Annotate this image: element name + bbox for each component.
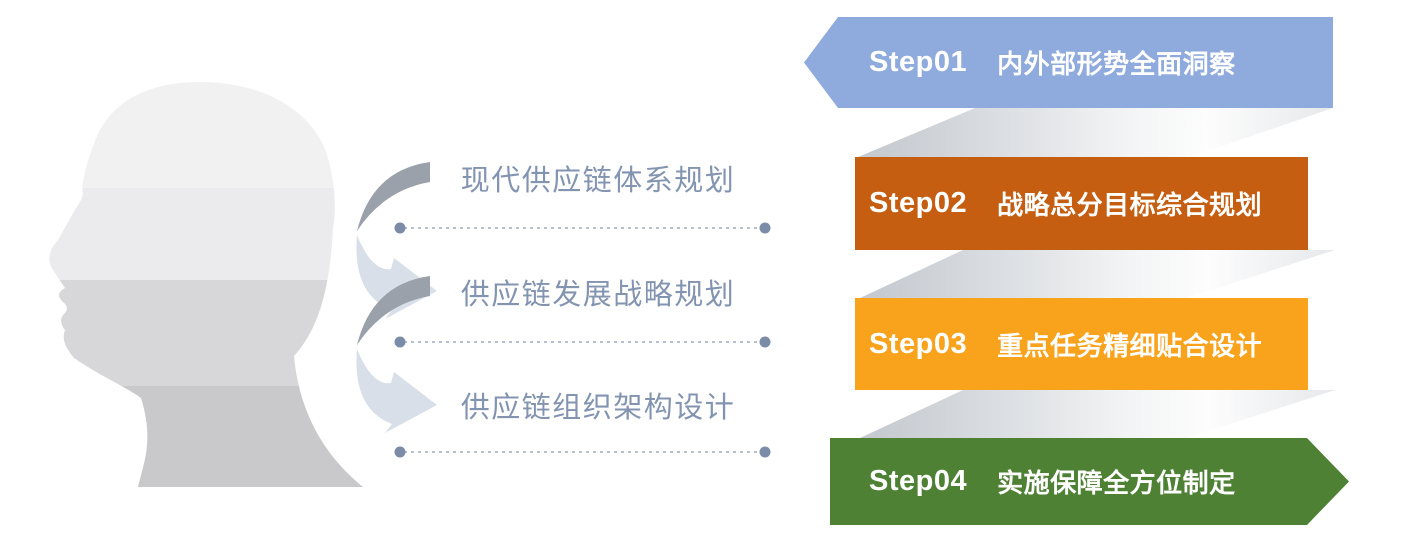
fold-shadow-1 (858, 108, 1333, 157)
step-banner-2: Step02 战略总分目标综合规划 (855, 157, 1308, 250)
step-banner-4: Step04 实施保障全方位制定 (830, 438, 1349, 525)
head-silhouette (49, 82, 363, 487)
step-number-2: Step02 (869, 187, 968, 219)
step-title-4: 实施保障全方位制定 (997, 468, 1236, 498)
fold-shadow-3 (860, 390, 1335, 438)
step-number-3: Step03 (869, 327, 968, 360)
step-banner-1: Step01 内外部形势全面洞察 (804, 17, 1333, 108)
dotted-line-1 (394, 222, 771, 234)
step-title-3: 重点任务精细贴合设计 (997, 330, 1263, 361)
step-banner-3: Step03 重点任务精细贴合设计 (855, 298, 1308, 390)
step-number-1: Step01 (869, 46, 968, 78)
swoosh-arrow-2 (356, 276, 437, 433)
step-title-1: 内外部形势全面洞察 (997, 49, 1236, 79)
dotted-line-2 (394, 336, 771, 348)
step-number-4: Step04 (869, 465, 968, 497)
fold-shadow-2 (860, 250, 1335, 298)
feature-label-2: 供应链发展战略规划 (460, 279, 736, 311)
dotted-line-3 (394, 446, 771, 458)
feature-label-1: 现代供应链体系规划 (460, 165, 736, 197)
feature-label-3: 供应链组织架构设计 (460, 392, 736, 424)
step-title-2: 战略总分目标综合规划 (997, 190, 1263, 220)
